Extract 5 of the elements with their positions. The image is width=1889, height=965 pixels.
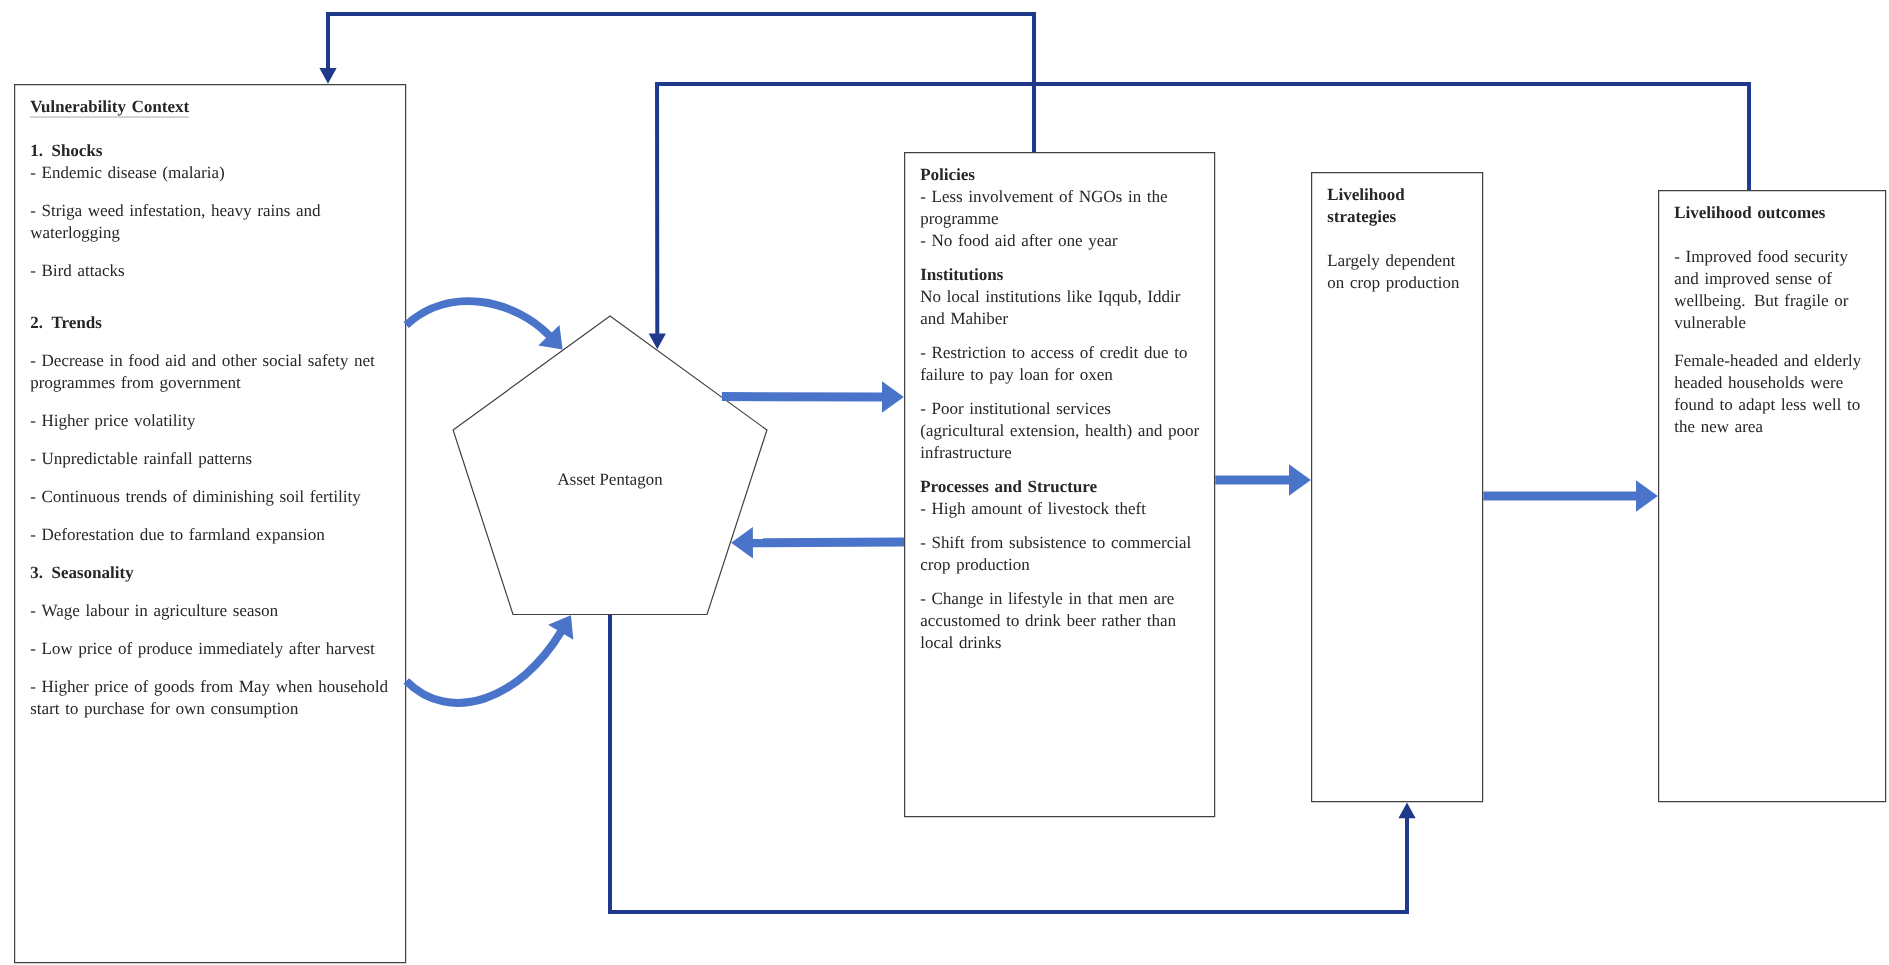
strategy-box: Livelihood strategies Largely dependent on crop production xyxy=(1311,172,1484,803)
pentagon: Asset Pentagon xyxy=(452,315,768,616)
outcome-box: Livelihood outcomes - Improved food security and improved sense of wellbeing. But fragile or vulnerable Female-headed and elderly headed households were found to adapt less well to the new area xyxy=(1658,190,1887,803)
policy-box: Policies - Less involvement of NGOs in the programme - No food aid after one year Institutions No local institutions like Iqqub, Iddir and Mahiber - Restriction to access of credit due to failure to pay loan for oxen - Poor institutional services (agricultural extension, health) and poor infrastructure Processes and Structure - High amount of livestock theft - Shift from subsistence to commercial crop production - Change in lifestyle in that men are accustomed to drink beer rather than local drinks xyxy=(904,152,1216,818)
context-box: Vulnerability Context 1. Shocks - Endemic disease (malaria) - Striga weed infestation, heavy rains and waterlogging - Bird attacks 2. Trends - Decrease in food aid and other social safety net programmes from government - Higher price volatility - Unpredictable rainfall patterns - Continuous trends of diminishing soil fertility - Deforestation due to farmland expansion 3. Seasonality - Wage labour in agriculture season - Low price of produce immediately after harvest - Higher price of goods from May when household start to purchase for own consumption xyxy=(14,84,407,964)
